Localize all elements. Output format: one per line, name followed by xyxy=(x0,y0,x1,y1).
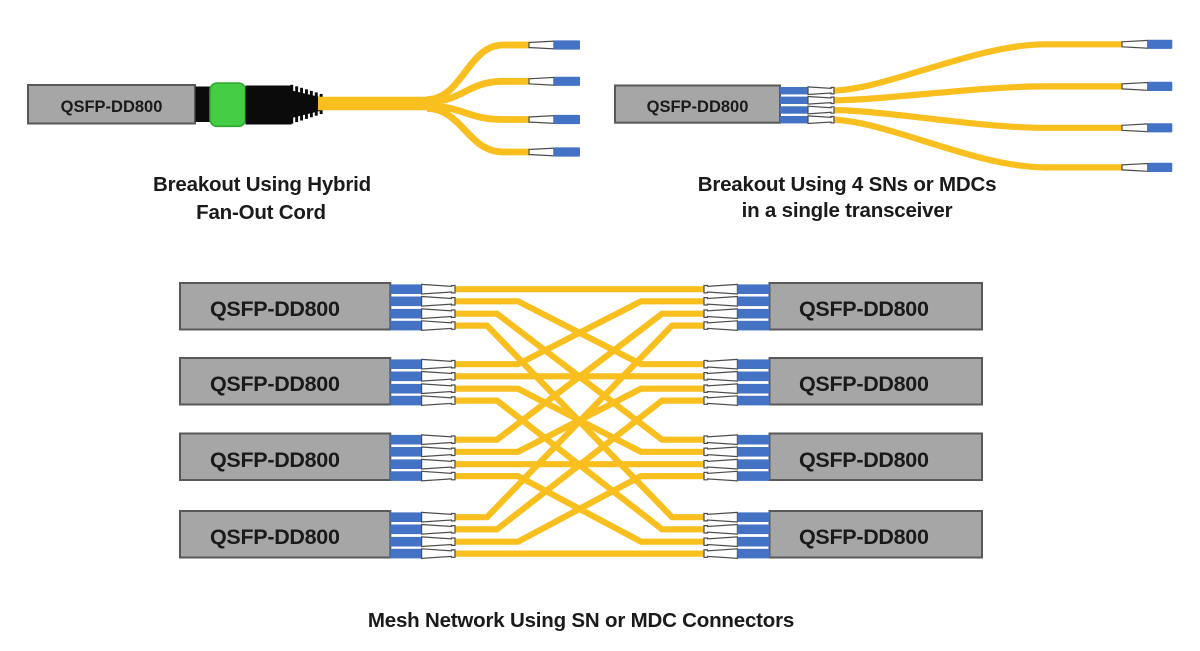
svg-text:Breakout Using 4 SNs or MDCs: Breakout Using 4 SNs or MDCs xyxy=(698,173,997,196)
svg-text:QSFP-DD800: QSFP-DD800 xyxy=(647,98,749,116)
svg-text:Breakout Using Hybrid: Breakout Using Hybrid xyxy=(153,173,371,196)
svg-text:QSFP-DD800: QSFP-DD800 xyxy=(210,297,340,321)
svg-text:in a single transceiver: in a single transceiver xyxy=(742,199,953,222)
svg-text:QSFP-DD800: QSFP-DD800 xyxy=(210,372,340,396)
svg-text:QSFP-DD800: QSFP-DD800 xyxy=(799,372,929,396)
svg-text:QSFP-DD800: QSFP-DD800 xyxy=(210,525,340,549)
svg-text:Fan-Out Cord: Fan-Out Cord xyxy=(196,201,326,224)
svg-text:Mesh Network Using SN or MDC C: Mesh Network Using SN or MDC Connectors xyxy=(368,609,794,632)
svg-text:QSFP-DD800: QSFP-DD800 xyxy=(799,525,929,549)
svg-text:QSFP-DD800: QSFP-DD800 xyxy=(61,98,163,116)
svg-text:QSFP-DD800: QSFP-DD800 xyxy=(799,297,929,321)
svg-text:QSFP-DD800: QSFP-DD800 xyxy=(799,448,929,472)
svg-text:QSFP-DD800: QSFP-DD800 xyxy=(210,448,340,472)
